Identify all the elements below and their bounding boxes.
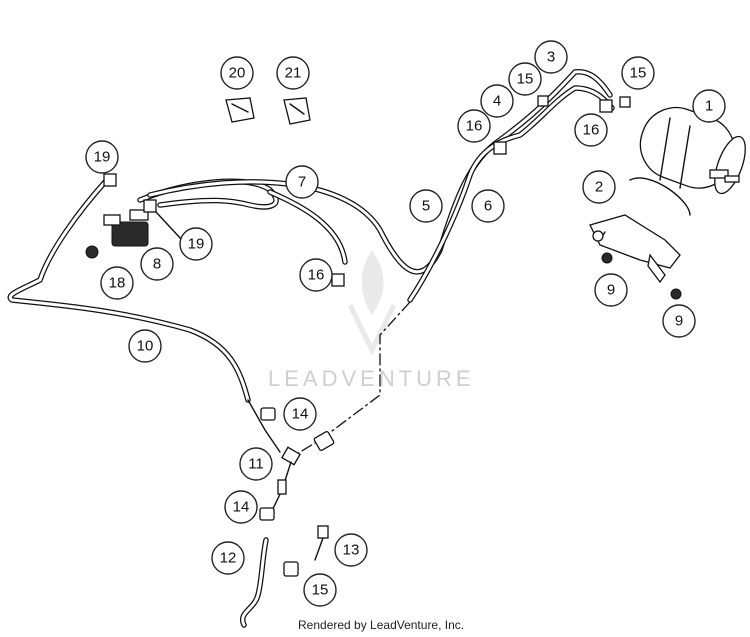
callout-19-lower: 19 [179, 227, 213, 261]
svg-text:14: 14 [233, 499, 250, 516]
thin-line-left [247, 399, 281, 453]
nut-18 [85, 245, 99, 259]
clamp-16-mid [493, 141, 507, 155]
svg-text:19: 19 [188, 236, 205, 253]
clamp-16-right [599, 99, 613, 113]
clamp-19-lower [143, 199, 157, 213]
callout-8: 8 [140, 247, 174, 281]
svg-text:12: 12 [220, 550, 237, 567]
clamp-15-lower [283, 561, 299, 577]
svg-text:9: 9 [607, 282, 615, 299]
svg-text:15: 15 [517, 71, 534, 88]
svg-text:14: 14 [292, 406, 309, 423]
hose-7 [137, 178, 348, 265]
callout-7: 7 [285, 165, 319, 199]
valve-13 [314, 525, 329, 561]
svg-text:15: 15 [630, 65, 647, 82]
svg-text:15: 15 [312, 582, 329, 599]
callout-11: 11 [239, 447, 273, 481]
svg-text:10: 10 [137, 338, 154, 355]
callout-20: 20 [220, 56, 254, 90]
callout-4: 4 [480, 84, 514, 118]
svg-text:2: 2 [595, 179, 603, 196]
svg-text:18: 18 [109, 275, 126, 292]
svg-text:9: 9 [675, 313, 683, 330]
bracket-2 [589, 177, 691, 284]
clamp-14-lower [259, 507, 275, 521]
svg-text:19: 19 [94, 149, 111, 166]
canister-1 [639, 106, 746, 195]
svg-text:1: 1 [705, 98, 713, 115]
svg-text:11: 11 [248, 456, 264, 473]
callout-6: 6 [471, 189, 505, 223]
svg-text:3: 3 [547, 49, 555, 66]
callout-9-upper: 9 [594, 273, 628, 307]
svg-text:16: 16 [308, 267, 325, 284]
callout-2: 2 [582, 170, 616, 204]
callout-19-upper: 19 [85, 140, 119, 174]
clamp-19-upper [103, 173, 117, 187]
callout-13: 13 [334, 533, 368, 567]
thin-line-main [289, 301, 411, 459]
hose-10 [7, 179, 251, 403]
clamp-21 [283, 97, 311, 125]
callout-10: 10 [128, 329, 162, 363]
svg-text:8: 8 [153, 256, 161, 273]
screw-9-upper [601, 252, 613, 264]
svg-text:20: 20 [229, 65, 246, 82]
svg-text:7: 7 [298, 174, 306, 191]
callout-3: 3 [534, 40, 568, 74]
svg-text:16: 16 [583, 122, 600, 139]
svg-text:13: 13 [343, 542, 360, 559]
svg-text:6: 6 [484, 198, 492, 215]
callout-15-right: 15 [621, 56, 655, 90]
svg-text:5: 5 [422, 198, 430, 215]
callout-12: 12 [211, 541, 245, 575]
clamp-15-right [619, 96, 631, 108]
callout-16-right: 16 [574, 113, 608, 147]
callout-16-mid: 16 [457, 109, 491, 143]
valve-8 [103, 209, 149, 247]
callout-5: 5 [409, 189, 443, 223]
callout-16-left: 16 [299, 258, 333, 292]
callout-14-lower: 14 [224, 490, 258, 524]
svg-text:21: 21 [285, 65, 302, 82]
hose-5-6 [147, 69, 615, 303]
svg-text:4: 4 [493, 93, 501, 110]
clamp-20 [225, 97, 255, 123]
clamp-15-top [537, 95, 549, 107]
callout-1: 1 [692, 89, 726, 123]
watermark-logo [347, 250, 397, 356]
callout-15-top: 15 [508, 62, 542, 96]
callout-18: 18 [100, 266, 134, 300]
clamp-16-left [331, 273, 345, 287]
hose-12 [239, 537, 269, 628]
callout-15-bottom: 15 [303, 573, 337, 607]
callout-9-lower: 9 [662, 304, 696, 338]
credit-text: Rendered by LeadVenture, Inc. [298, 618, 465, 632]
watermark-text: LEADVENTURE [268, 366, 475, 391]
svg-text:16: 16 [466, 118, 483, 135]
clamp-14-upper [260, 407, 276, 421]
leader-19 [155, 211, 183, 241]
clamp-near-6 [313, 431, 335, 451]
screw-9-lower [670, 288, 682, 300]
t-piece-11 [269, 446, 301, 516]
callout-21: 21 [276, 56, 310, 90]
callout-14-upper: 14 [283, 397, 317, 431]
